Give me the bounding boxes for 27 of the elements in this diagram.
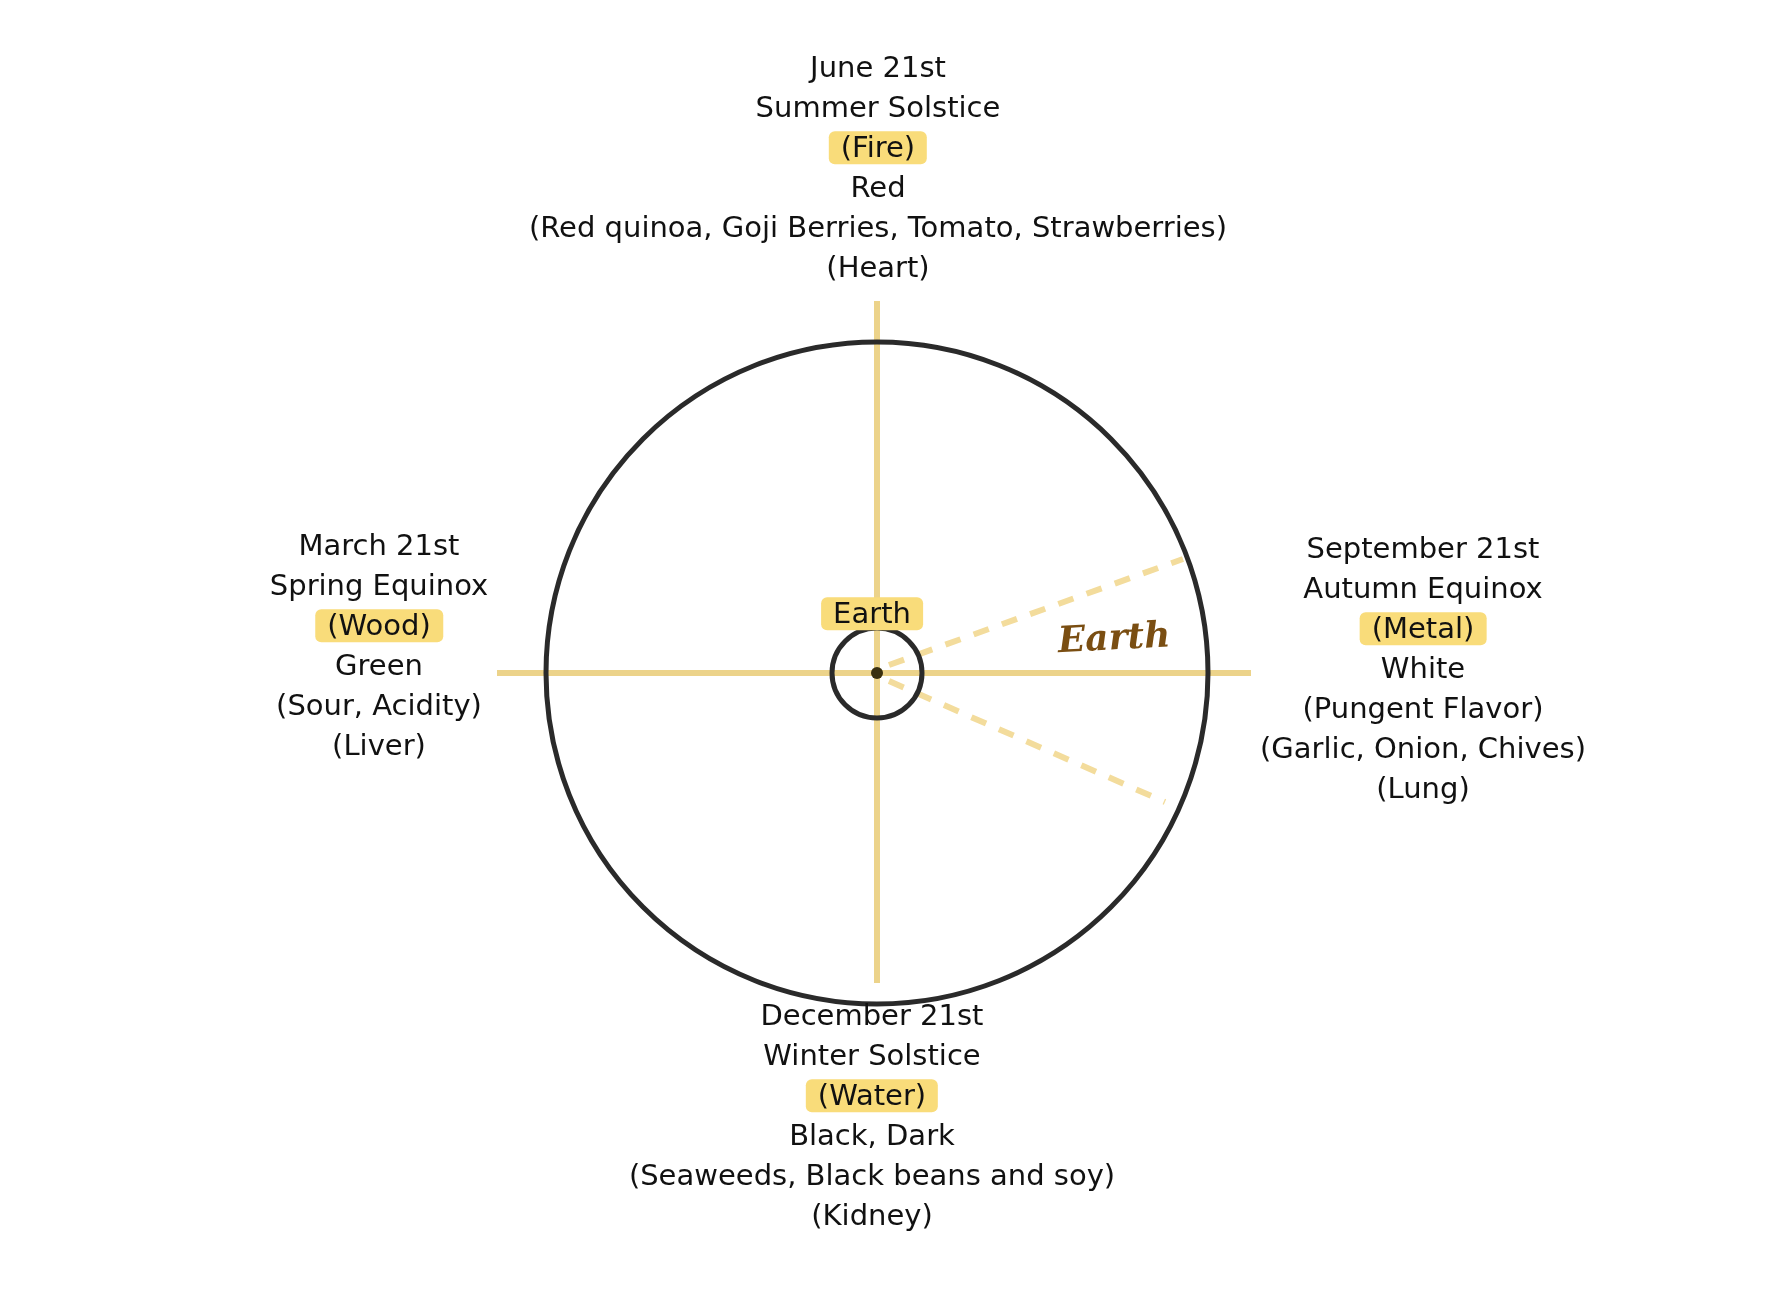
text-line: Spring Equinox xyxy=(269,569,489,603)
text-line: (Lung) xyxy=(1376,772,1470,806)
highlighted-label: Earth xyxy=(821,597,923,631)
text-line: March 21st xyxy=(298,529,460,563)
text-line: June 21st xyxy=(810,51,946,85)
text-line: December 21st xyxy=(760,999,984,1033)
text-line: (Heart) xyxy=(826,251,930,285)
text-line: (Kidney) xyxy=(811,1199,933,1233)
highlighted-label: (Metal) xyxy=(1359,612,1487,646)
text-line: (Liver) xyxy=(332,729,426,763)
text-line: September 21st xyxy=(1306,532,1540,566)
highlighted-label: (Water) xyxy=(805,1079,939,1113)
text-line: Black, Dark xyxy=(789,1119,955,1153)
text-line: (Garlic, Onion, Chives) xyxy=(1260,732,1586,766)
text-line: (Sour, Acidity) xyxy=(276,689,482,723)
text-line: (Pungent Flavor) xyxy=(1302,692,1544,726)
text-line: Winter Solstice xyxy=(763,1039,981,1073)
handwritten-label: Earth xyxy=(1056,613,1172,661)
text-line: White xyxy=(1380,652,1466,686)
text-line: Autumn Equinox xyxy=(1303,572,1543,606)
text-line: Summer Solstice xyxy=(755,91,1001,125)
text-line: Green xyxy=(335,649,423,683)
text-line: (Seaweeds, Black beans and soy) xyxy=(628,1159,1116,1193)
highlighted-label: (Wood) xyxy=(315,609,443,643)
text-line: (Red quinoa, Goji Berries, Tomato, Strawberries) xyxy=(528,211,1228,245)
text-line: Red xyxy=(850,171,906,205)
highlighted-label: (Fire) xyxy=(828,131,928,165)
